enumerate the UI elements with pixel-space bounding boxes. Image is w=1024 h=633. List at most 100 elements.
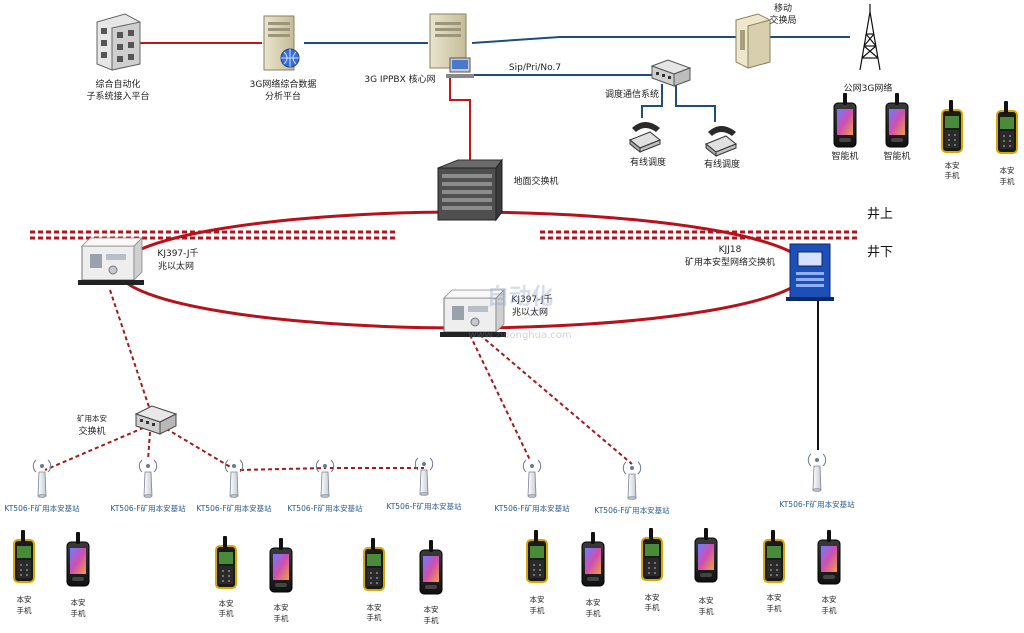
sip-link-label: Sip/Pri/No.7 [509,63,561,73]
watermark: 自动化 www.zidonghua.com [468,284,571,341]
smartphone-icon [817,529,841,585]
kj397-center-label-1: KJ397-J千 [511,294,552,305]
analysis-platform-node: 3G网络综合数据 分析平台 [250,15,317,102]
rugged-phone-icon [13,529,35,583]
underground-links [44,289,633,471]
base-station-7-label: KT506-F矿用本安基站 [594,505,670,515]
wired-phone-2-label: 有线调度 [704,158,740,170]
handset-10-label-2: 手机 [699,606,714,616]
handset-6-label-2: 手机 [424,615,439,625]
handset-10: 本安 手机 [694,527,718,616]
handset-1-label-1: 本安 [17,594,32,604]
wired-phone-1-node: 有线调度 [629,122,666,168]
handset-11-label-2: 手机 [767,603,782,613]
building-icon [96,13,141,71]
handset-1: 本安 手机 [13,529,35,615]
handset-5: 本安 手机 [363,537,385,622]
base-station-1-label: KT506-F矿用本安基站 [4,503,80,513]
ground-switch-label: 地面交换机 [513,175,558,187]
smartphone-icon [269,537,293,593]
watermark-title: 自动化 [487,284,553,310]
link-dispatch-phone2 [675,84,716,122]
link-dispatch-phone1 [641,84,663,118]
base-station-6: KT506-F矿用本安基站 [494,459,570,513]
handset-6-label-1: 本安 [424,604,439,614]
kj397-center-node: KJ397-J千 兆以太网 [439,289,553,338]
public-phone-1-label: 智能机 [831,150,858,162]
base-station-2-label: KT506-F矿用本安基站 [110,503,186,513]
handset-9-label-2: 手机 [645,602,660,612]
blue-switch-cabinet-icon [786,243,834,301]
server-pc-icon [429,13,474,78]
antenna-icon [622,461,642,500]
base-station-4: KT506-F矿用本安基站 [287,459,363,513]
kj397-center-label-2: 兆以太网 [512,306,548,318]
ethernet-switch-icon [77,237,145,286]
antenna-icon [32,459,52,498]
public-phone-2-label: 智能机 [883,150,910,162]
mine-switch-node: 矿用本安 交换机 [77,405,178,437]
handset-4: 本安 手机 [269,537,293,623]
public-phone-3-label-1: 本安 [945,160,960,170]
wired-phone-1-label: 有线调度 [630,156,666,168]
antenna-icon [807,453,827,492]
chassis-switch-icon [437,158,503,222]
base-station-8: KT506-F矿用本安基站 [779,453,855,509]
antenna-icon [414,457,434,496]
handset-9: 本安 手机 [641,527,663,612]
network-hub-icon [650,59,692,87]
base-station-1: KT506-F矿用本安基站 [4,459,80,513]
desk-phone-icon [705,126,737,158]
antenna-icon [522,459,542,498]
base-station-2: KT506-F矿用本安基站 [110,459,186,513]
antenna-icon [138,459,158,498]
handset-2-label-1: 本安 [71,597,86,607]
public-network-node: 公网3G网络 [844,4,892,94]
kjj18-node: KJJ18 矿用本安型网络交换机 [685,243,834,301]
smartphone-icon [419,539,443,595]
handset-4-label-1: 本安 [274,602,289,612]
kjj18-label-2: 矿用本安型网络交换机 [685,256,775,268]
mine-switch-label-2: 交换机 [78,425,105,437]
base-station-8-label: KT506-F矿用本安基站 [779,499,855,509]
handset-6: 本安 手机 [419,539,443,625]
public-phone-4-label-1: 本安 [1000,165,1015,175]
base-station-5-label: KT506-F矿用本安基站 [386,501,462,511]
public-phone-3: 本安 手机 [941,99,963,180]
dispatch-system-label: 调度通信系统 [605,88,659,100]
integration-platform-label-1: 综合自动化 [95,78,140,90]
handset-12-label-2: 手机 [822,605,837,615]
handset-12-label-1: 本安 [822,594,837,604]
cabinet-icon [735,13,771,69]
core-network-label: 3G IPPBX 核心网 [364,73,435,85]
mobile-exchange-label-2: 交换局 [769,14,796,26]
handset-1-label-2: 手机 [17,605,32,615]
rugged-phone-icon [641,527,663,581]
handset-12: 本安 手机 [817,529,841,615]
surface-above-label: 井上 [867,207,893,222]
rugged-phone-icon [763,529,785,583]
rugged-phone-icon [363,537,385,591]
handset-8-label-1: 本安 [586,597,601,607]
rugged-phone-icon [996,100,1018,154]
surface-below-label: 井下 [867,245,893,260]
analysis-platform-label-1: 3G网络综合数据 [250,78,317,90]
smartphone-icon [833,92,857,148]
handset-5-label-2: 手机 [367,612,382,622]
analysis-platform-label-2: 分析平台 [265,90,301,102]
base-station-3-label: KT506-F矿用本安基站 [196,503,272,513]
ground-switch-node: 地面交换机 [437,158,559,222]
core-network-node: 3G IPPBX 核心网 [364,13,474,85]
public-phone-4: 本安 手机 [996,100,1018,186]
handset-8: 本安 手机 [581,531,605,618]
kjj18-label-1: KJJ18 [719,245,742,255]
base-station-3: KT506-F矿用本安基站 [196,459,272,513]
wired-phone-2-node: 有线调度 [704,126,740,170]
handset-11: 本安 手机 [763,529,785,613]
smartphone-icon [885,92,909,148]
handset-7-label-1: 本安 [530,594,545,604]
antenna-icon [315,459,335,498]
smartphone-icon [581,531,605,587]
smartphone-icon [694,527,718,583]
link-core-ground-switch [449,78,471,168]
